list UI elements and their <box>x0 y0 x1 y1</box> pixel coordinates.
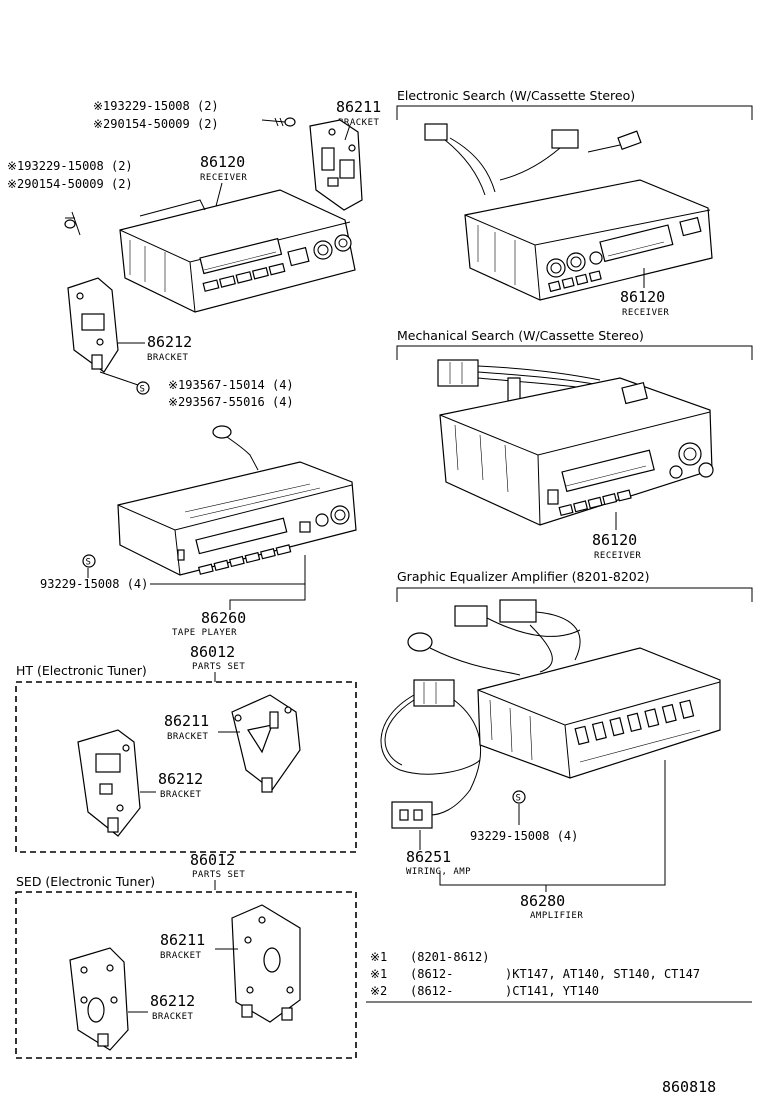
sed-dashed-box <box>15 891 357 1059</box>
sed-b2-num: 86212 <box>150 992 195 1010</box>
amplifier-num: 86280 <box>520 892 565 910</box>
mechanical-search-group: Mechanical Search (W/Cassette Stereo) <box>396 328 753 561</box>
equalizer-amplifier-drawing <box>380 599 721 829</box>
bracket-86212-num: 86212 <box>147 333 192 351</box>
ht-set-num: 86012 <box>190 643 235 661</box>
screw-symbol-icon <box>512 790 526 804</box>
electronic-search-num: 86120 <box>620 288 665 306</box>
ht-bracket-86211-drawing <box>231 694 301 793</box>
bracket-86211-num: 86211 <box>336 98 381 116</box>
bracket-86212-group: 86212 BRACKET S ※193567-15014 (4) ※29356… <box>67 277 294 409</box>
ht-b1-name: BRACKET <box>167 732 209 742</box>
ht-parts-set-group: 86012 PARTS SET HT (Electronic Tuner) 86… <box>15 643 357 853</box>
wiring-name: WIRING, AMP <box>406 867 471 877</box>
mechanical-search-num: 86120 <box>592 531 637 549</box>
electronic-search-group: Electronic Search (W/Cassette Stereo) <box>396 88 753 318</box>
equalizer-screw: 93229-15008 (4) <box>470 829 578 843</box>
screw-label-c1: ※193567-15014 (4) <box>168 378 294 392</box>
mechanical-search-receiver-drawing <box>437 359 714 526</box>
electronic-search-receiver-drawing <box>424 123 713 301</box>
sed-bracket-86211-drawing <box>231 904 301 1023</box>
legend-range-1: (8201-8612) <box>410 950 489 964</box>
legend-models-2: )KT147, AT140, ST140, CT147 <box>505 967 700 981</box>
screw-symbol: S <box>516 794 522 804</box>
bracket-86211-drawing <box>309 119 363 211</box>
tape-player-screw: 93229-15008 (4) <box>40 577 148 591</box>
ht-b2-name: BRACKET <box>160 790 202 800</box>
receiver-num: 86120 <box>200 153 245 171</box>
equalizer-title: Graphic Equalizer Amplifier (8201-8202) <box>397 569 650 584</box>
ht-dashed-box <box>15 681 357 853</box>
bracket-86212-name: BRACKET <box>147 353 189 363</box>
sed-b1-num: 86211 <box>160 931 205 949</box>
screw-symbol-icon <box>82 554 96 568</box>
screw-label-b2: ※290154-50009 (2) <box>7 177 133 191</box>
legend-range-2: (8612- <box>410 967 453 981</box>
tape-player-num: 86260 <box>201 609 246 627</box>
ht-bracket-86212-drawing <box>77 729 141 837</box>
ht-b1-num: 86211 <box>164 712 209 730</box>
sed-parts-set-group: 86012 PARTS SET SED (Electronic Tuner) 8… <box>15 851 357 1059</box>
electronic-search-name: RECEIVER <box>622 308 669 318</box>
legend-mark-2: ※1 <box>370 967 387 981</box>
mechanical-search-name: RECEIVER <box>594 551 641 561</box>
wiring-num: 86251 <box>406 848 451 866</box>
sed-b1-name: BRACKET <box>160 951 202 961</box>
screw-label-a1: ※193229-15008 (2) <box>93 99 219 113</box>
receiver-name: RECEIVER <box>200 173 247 183</box>
legend-mark-3: ※2 <box>370 984 387 998</box>
sed-set-num: 86012 <box>190 851 235 869</box>
ht-set-name: PARTS SET <box>192 662 245 672</box>
amplifier-name: AMPLIFIER <box>530 911 583 921</box>
legend-mark-1: ※1 <box>370 950 387 964</box>
mechanical-search-title: Mechanical Search (W/Cassette Stereo) <box>397 328 644 343</box>
screw-symbol: S <box>140 385 146 395</box>
screw-icon <box>64 211 81 236</box>
bracket-86211-name: BRACKET <box>338 118 380 128</box>
sed-title: SED (Electronic Tuner) <box>16 874 155 889</box>
tape-player-name: TAPE PLAYER <box>172 628 237 638</box>
screw-label-a2: ※290154-50009 (2) <box>93 117 219 131</box>
electronic-search-title: Electronic Search (W/Cassette Stereo) <box>397 88 635 103</box>
screw-icon <box>261 117 296 127</box>
legend: ※1 (8201-8612) ※1 (8612- )KT147, AT140, … <box>366 950 752 1003</box>
screw-label-b1: ※193229-15008 (2) <box>7 159 133 173</box>
ht-b2-num: 86212 <box>158 770 203 788</box>
receiver-drawing <box>119 189 356 313</box>
legend-models-3: )CT141, YT140 <box>505 984 599 998</box>
sed-bracket-86212-drawing <box>69 947 129 1051</box>
ht-title: HT (Electronic Tuner) <box>16 663 147 678</box>
screw-label-c2: ※293567-55016 (4) <box>168 395 294 409</box>
legend-range-3: (8612- <box>410 984 453 998</box>
tape-player-drawing <box>117 425 357 576</box>
diagram-code: 860818 <box>662 1078 716 1096</box>
sed-set-name: PARTS SET <box>192 870 245 880</box>
screw-symbol: S <box>86 558 92 568</box>
receiver-86120-group: ※193229-15008 (2) ※290154-50009 (2) 8612… <box>7 153 356 313</box>
screw-symbol-icon <box>136 381 150 395</box>
equalizer-group: Graphic Equalizer Amplifier (8201-8202) <box>380 569 753 921</box>
top-bracket-86211-group: ※193229-15008 (2) ※290154-50009 (2) 8621… <box>93 98 381 211</box>
sed-b2-name: BRACKET <box>152 1012 194 1022</box>
tape-player-group: S 93229-15008 (4) 86260 TAPE PLAYER <box>40 425 357 638</box>
